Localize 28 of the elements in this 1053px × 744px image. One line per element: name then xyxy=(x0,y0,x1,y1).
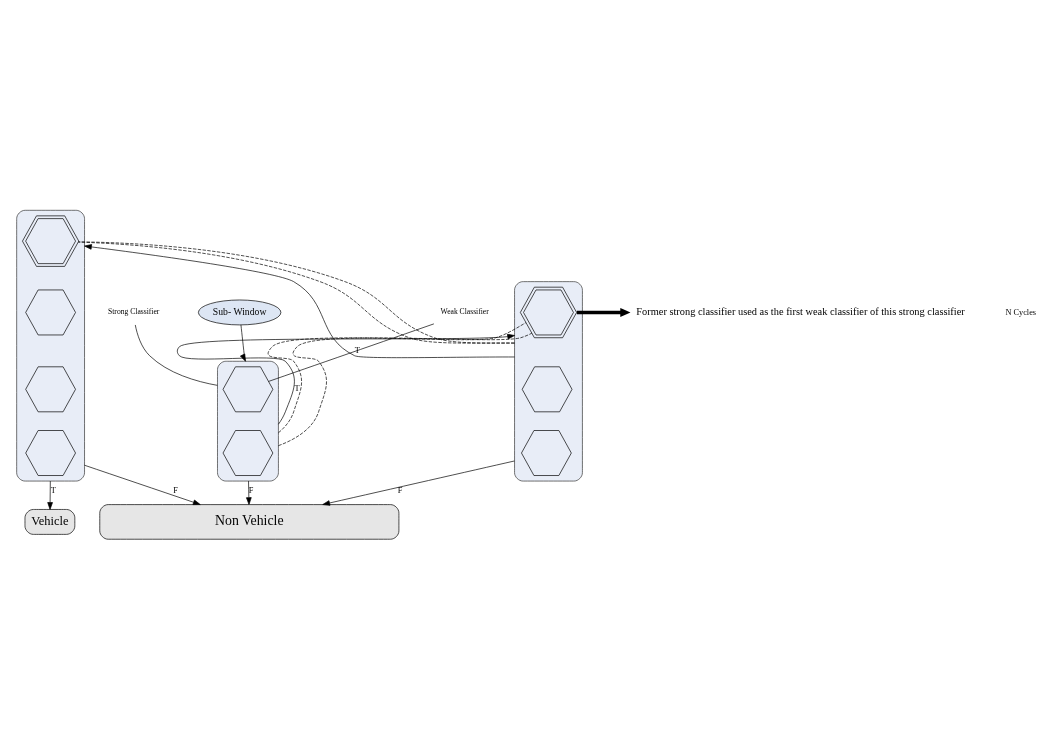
node-ellipse: Sub- Window xyxy=(198,299,282,326)
node-hexagon xyxy=(222,366,274,413)
connector xyxy=(267,322,527,434)
arrow xyxy=(240,324,246,362)
node-box: Vehicle xyxy=(24,509,76,535)
connector xyxy=(268,323,435,382)
arrow xyxy=(576,308,631,317)
arrow xyxy=(47,480,53,510)
arrow xyxy=(176,333,515,425)
node-hexagon xyxy=(521,366,573,413)
node-hexagon xyxy=(521,430,572,476)
connector xyxy=(134,324,218,386)
arrow xyxy=(84,244,515,359)
connector xyxy=(278,332,533,446)
cluster xyxy=(217,360,279,482)
node-text: Weak Classifier xyxy=(440,307,489,317)
arrow xyxy=(322,460,515,506)
node-text: Strong Classifier xyxy=(108,307,160,317)
arrow xyxy=(246,480,252,505)
cluster xyxy=(514,281,583,482)
arrow xyxy=(84,464,201,505)
node-hexagon xyxy=(25,366,76,413)
node-box: Non Vehicle xyxy=(99,504,400,540)
node-hexagon xyxy=(25,430,76,476)
node-hexagon xyxy=(25,289,76,336)
node-hexagon xyxy=(222,430,274,476)
node-text: Former strong classifier used as the first weak classifier of this strong classifier xyxy=(636,305,965,317)
cluster xyxy=(16,209,85,482)
